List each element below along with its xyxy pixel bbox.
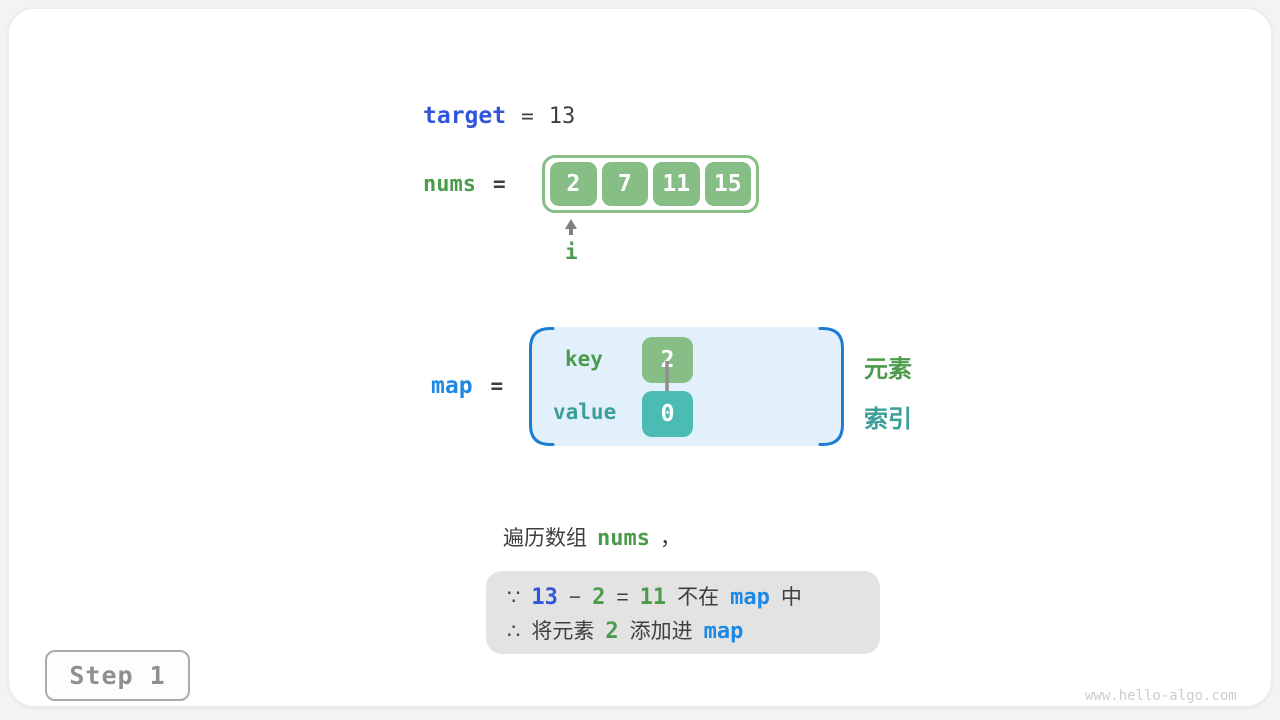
nums-array-cell-2: 11 — [653, 162, 700, 206]
nums-array: 2 7 11 15 — [542, 155, 759, 213]
map-label-row: map = — [431, 372, 503, 399]
map-keyword: map — [431, 373, 473, 399]
legend-index-label: 索引 — [864, 406, 912, 433]
map-container: key 2 value 0 — [529, 327, 844, 446]
map-value-label: value — [553, 400, 617, 424]
trace-line: 遍历数组 nums ， — [503, 522, 681, 552]
map-equals: = — [490, 374, 504, 398]
reason-line-2: ∴ 将元素 2 添加进 map — [507, 615, 880, 649]
nums-array-cell-3: 15 — [704, 162, 751, 206]
reason-in-suffix: 中 — [780, 586, 802, 609]
reason-difference: 11 — [639, 585, 667, 610]
map-value-cell: 0 — [642, 391, 693, 437]
reason-minus-sign: − — [568, 586, 582, 609]
target-value: 13 — [548, 104, 576, 129]
reason-line-1: ∵ 13−2 = 11 不在 map 中 — [507, 581, 880, 615]
watermark: www.hello-algo.com — [1085, 688, 1237, 704]
reason-not-in-text: 不在 — [677, 586, 720, 609]
reason-box: ∵ 13−2 = 11 不在 map 中 ∴ 将元素 2 添加进 map — [486, 571, 880, 654]
step-badge: Step 1 — [45, 650, 190, 701]
map-key-label: key — [565, 347, 603, 371]
trace-prefix: 遍历数组 — [503, 527, 587, 550]
reason-subtrahend: 2 — [592, 585, 606, 610]
target-row: target = 13 — [423, 103, 575, 129]
reason-added-value: 2 — [605, 619, 619, 644]
up-arrow-icon — [565, 219, 577, 235]
reason-map-code-1: map — [730, 585, 770, 610]
because-symbol: ∵ — [507, 586, 521, 609]
map-bracket-borders — [529, 327, 844, 446]
reason-map-code-2: map — [703, 619, 744, 644]
legend-element-label: 元素 — [864, 356, 912, 383]
reason-minuend: 13 — [531, 585, 558, 610]
nums-keyword: nums — [423, 172, 476, 197]
nums-array-cell-1: 7 — [601, 162, 648, 206]
target-keyword: target — [423, 103, 507, 129]
reason-add-prefix: 将元素 — [531, 620, 595, 643]
nums-label-row: nums = — [423, 171, 506, 197]
reason-equals-sign: = — [616, 586, 629, 609]
nums-array-cell-0: 2 — [550, 162, 597, 206]
nums-equals: = — [492, 172, 506, 196]
step-badge-label: Step 1 — [69, 661, 166, 690]
target-equals: = — [521, 104, 534, 128]
trace-comma: ， — [659, 527, 681, 550]
reason-add-suffix: 添加进 — [629, 620, 693, 643]
diagram-canvas: target = 13 nums = 2 7 11 15 i map = key 2 v… — [8, 8, 1272, 707]
therefore-symbol: ∴ — [507, 620, 521, 643]
trace-nums-code: nums — [597, 526, 650, 551]
index-pointer-label: i — [565, 240, 578, 264]
